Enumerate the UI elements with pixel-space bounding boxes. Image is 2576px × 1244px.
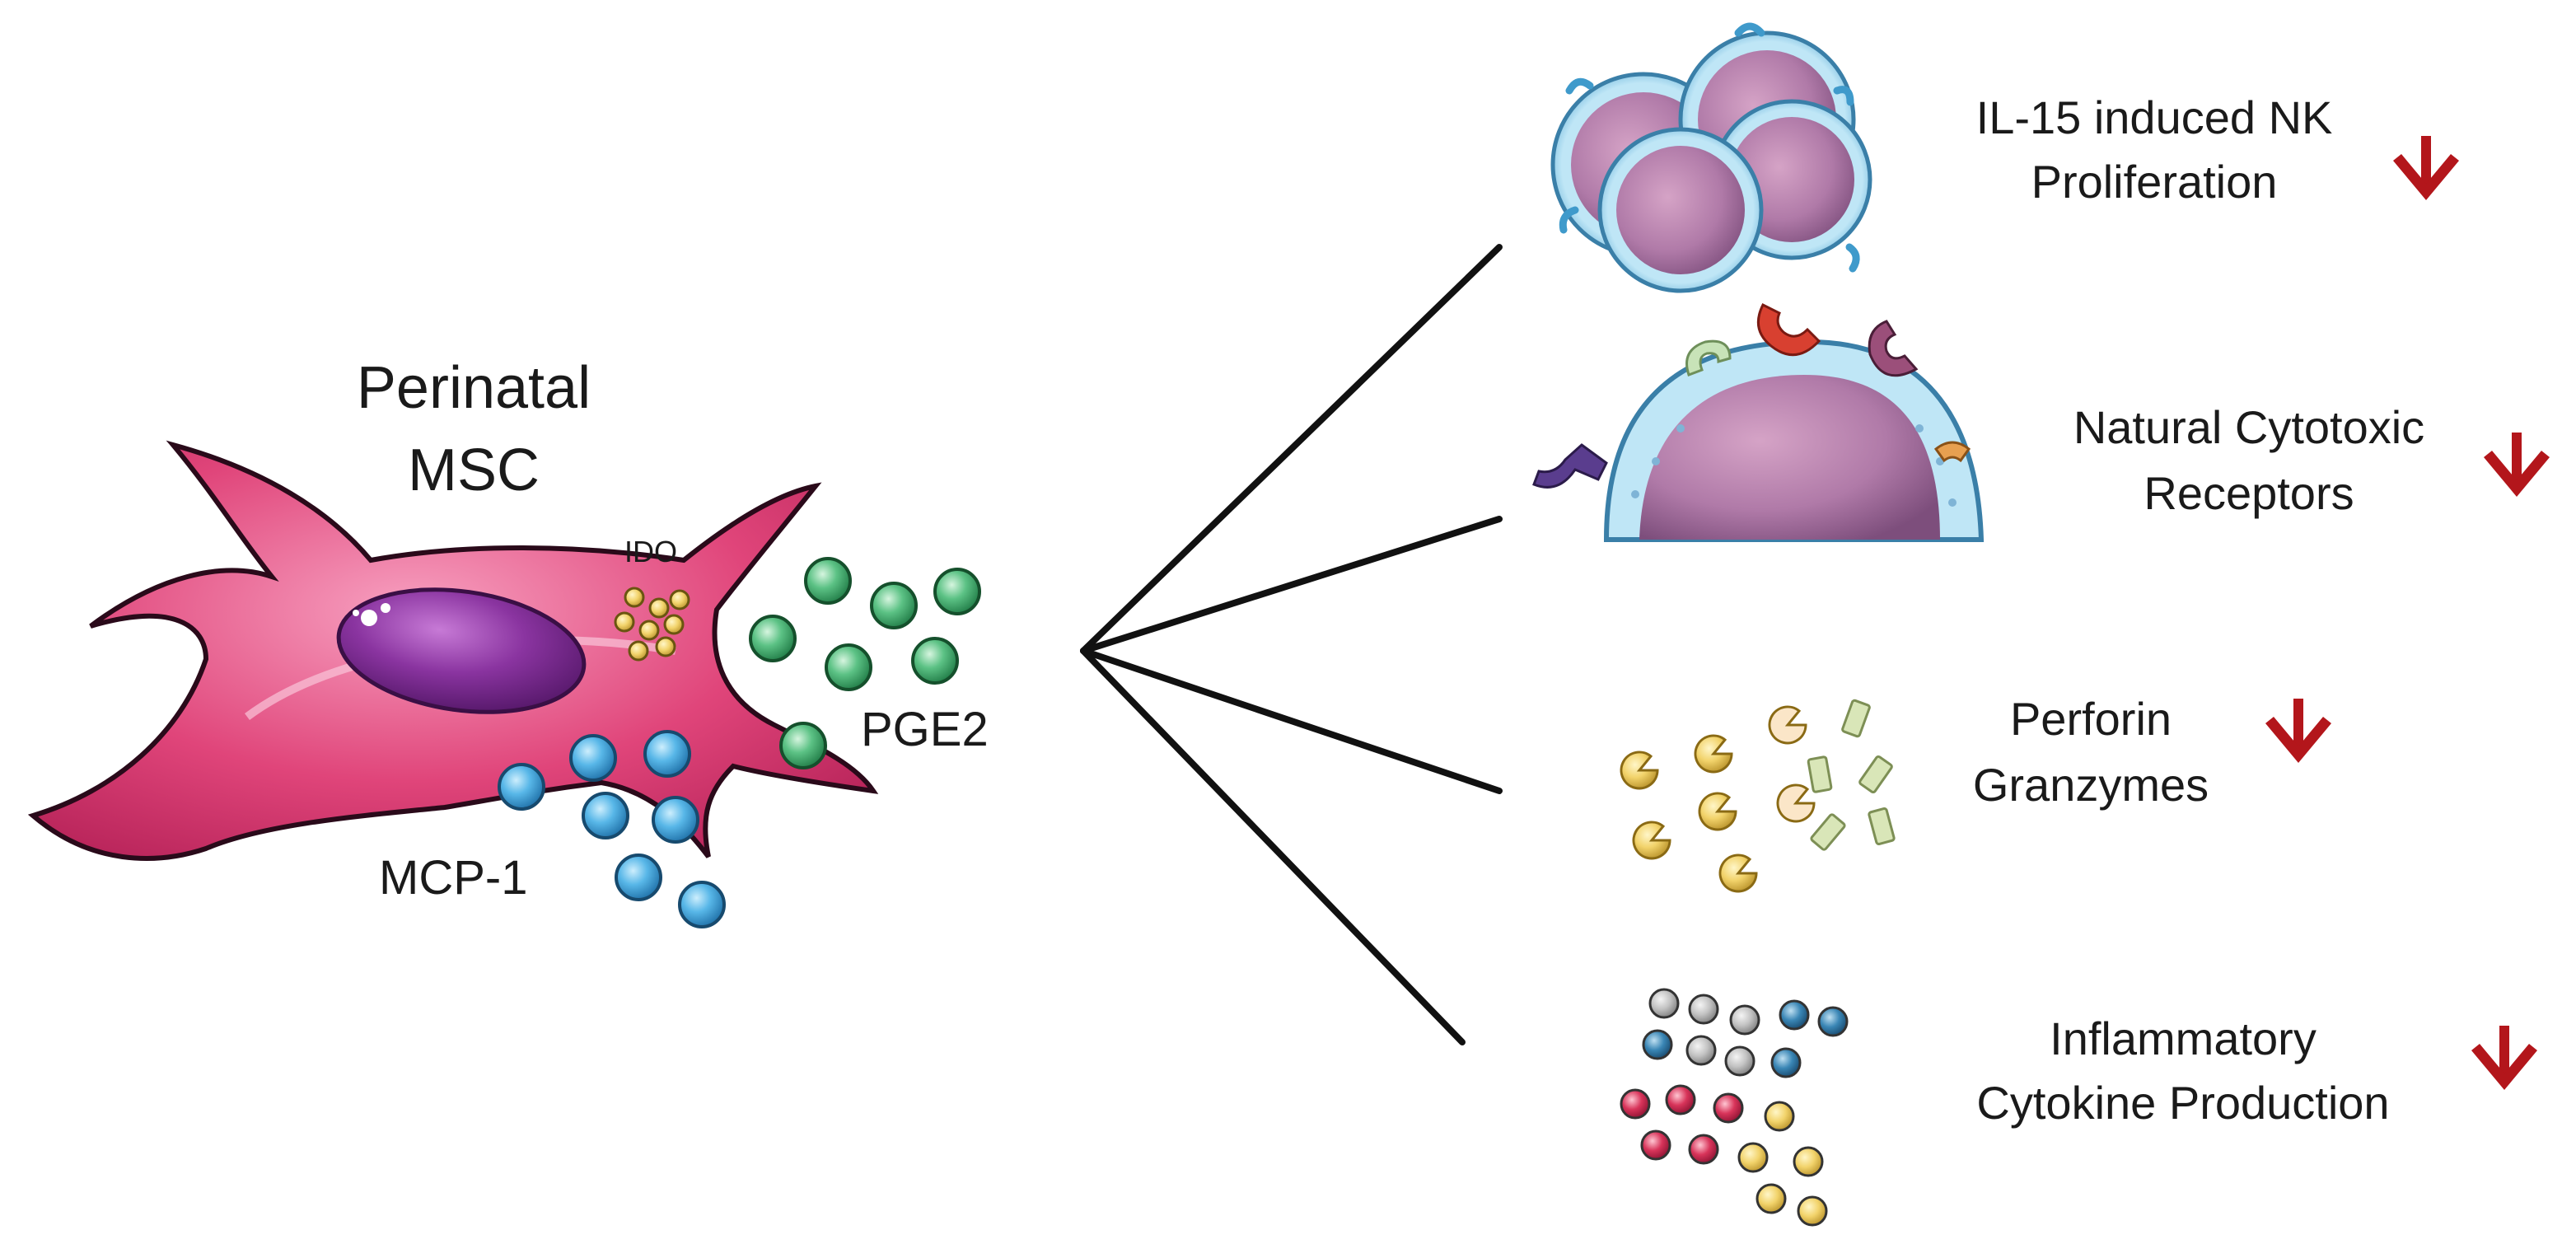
mcp1-label: MCP-1 [379, 851, 527, 905]
connector-line-1 [1080, 244, 1503, 654]
connector-line-3 [1080, 648, 1503, 794]
source-title-line1: Perinatal [357, 355, 591, 421]
connector-lines [1080, 244, 1503, 1045]
msc-cell [27, 440, 879, 861]
effect-3-down-arrow-icon [2265, 699, 2331, 763]
cytokine-beads-icon [1620, 988, 1849, 1227]
effect-2-down-arrow-icon [2484, 433, 2550, 497]
effect-1-line2: Proliferation [2031, 156, 2278, 208]
source-title-line2: MSC [408, 437, 540, 503]
connector-line-4 [1080, 648, 1466, 1045]
mcp1-beads [498, 730, 726, 928]
effect-1-down-arrow-icon [2393, 136, 2459, 200]
effect-2-line2: Receptors [2144, 467, 2354, 519]
effect-1-line1: IL-15 induced NK [1976, 91, 2333, 143]
effect-4-line2: Cytokine Production [1976, 1077, 2389, 1129]
perforin-granzyme-icon [1620, 699, 1896, 893]
effect-3-line1: Perforin [2010, 693, 2172, 745]
effect-2-line1: Natural Cytotoxic [2073, 401, 2424, 453]
pge2-beads [749, 557, 981, 769]
ido-granules [614, 587, 690, 662]
connector-line-2 [1080, 516, 1503, 654]
effect-3-line2: Granzymes [1973, 759, 2209, 811]
effect-4-line1: Inflammatory [2050, 1013, 2317, 1064]
ido-label: IDO [624, 535, 677, 568]
effect-4-down-arrow-icon [2471, 1026, 2537, 1090]
pge2-label: PGE2 [861, 703, 989, 756]
nucleus [336, 587, 587, 714]
nk-cell-cluster-icon [1550, 22, 1872, 293]
nk-cell-receptors-icon [1532, 302, 1985, 542]
